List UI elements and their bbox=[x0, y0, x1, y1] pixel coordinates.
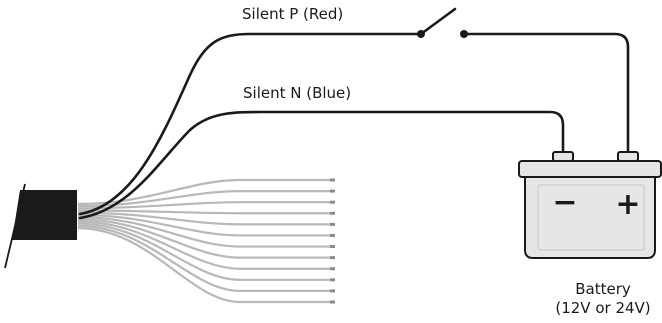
battery-minus-symbol: − bbox=[552, 185, 577, 220]
loose-wire bbox=[77, 227, 330, 304]
battery-label: Battery bbox=[575, 280, 631, 298]
battery-voltage: (12V or 24V) bbox=[555, 299, 651, 317]
battery: − + bbox=[518, 151, 662, 259]
loose-wire bbox=[77, 178, 330, 205]
silent-p-wire bbox=[78, 32, 420, 216]
silent-n-wire bbox=[78, 110, 565, 220]
loose-wire bbox=[77, 201, 330, 210]
loose-wire bbox=[77, 216, 330, 248]
battery-terminal-positive bbox=[617, 151, 639, 162]
loose-wire bbox=[77, 209, 330, 215]
cable-sheath bbox=[4, 183, 77, 269]
battery-terminal-negative bbox=[552, 151, 574, 162]
silent-n-label: Silent N (Blue) bbox=[243, 84, 352, 102]
silent-p-label: Silent P (Red) bbox=[242, 5, 344, 23]
loose-wires-group bbox=[77, 178, 335, 304]
battery-lid bbox=[518, 160, 662, 178]
loose-wire bbox=[77, 213, 330, 237]
loose-wire bbox=[77, 218, 330, 259]
loose-wire bbox=[77, 220, 330, 270]
battery-caption: Battery (12V or 24V) bbox=[548, 280, 658, 318]
switch-lever bbox=[419, 7, 457, 36]
battery-body bbox=[524, 176, 656, 259]
loose-wire bbox=[77, 211, 330, 226]
loose-wire bbox=[77, 224, 330, 293]
loose-wire bbox=[77, 222, 330, 281]
silent-p-wire-to-battery bbox=[462, 32, 630, 154]
battery-plus-symbol: + bbox=[615, 187, 640, 222]
